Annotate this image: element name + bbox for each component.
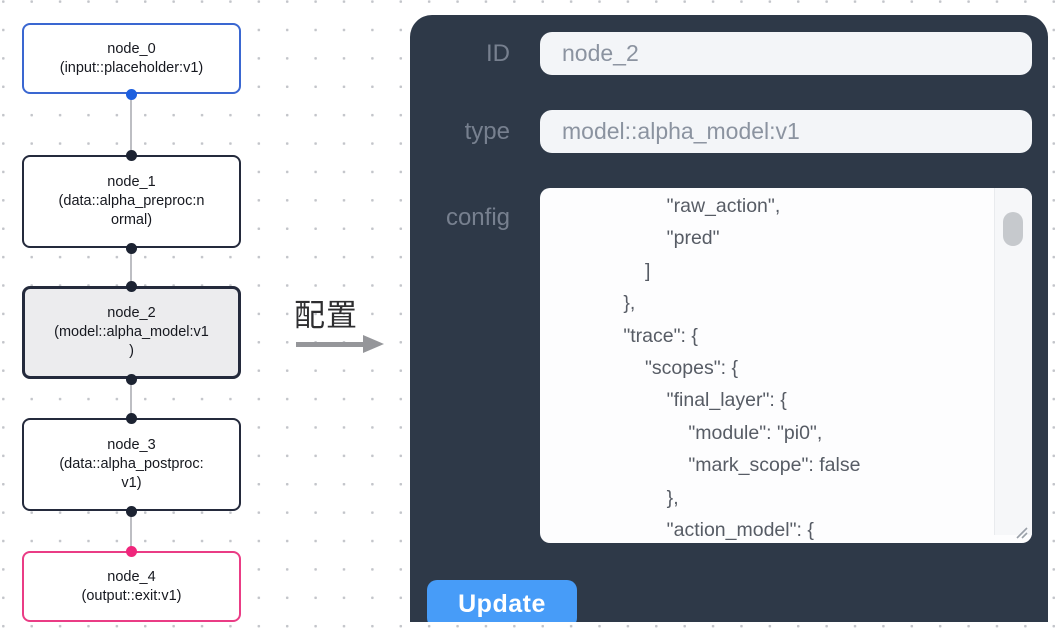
config-scrollbar-track[interactable] [994, 188, 1032, 535]
flow-node-node_1[interactable]: node_1 (data::alpha_preproc:n ormal) [22, 155, 241, 248]
node-config-panel: ID type config "raw_action", "pred" ] },… [410, 15, 1048, 622]
resize-handle-icon[interactable] [1014, 525, 1029, 540]
node-subtitle: (output::exit:v1) [81, 587, 182, 604]
port-node2-out[interactable] [125, 373, 137, 385]
node-title: node_0 [107, 40, 156, 57]
node-subtitle: ormal) [110, 212, 153, 228]
edge-node1-node2 [130, 248, 132, 286]
flow-node-node_2[interactable]: node_2 (model::alpha_model:v1 ) [22, 286, 241, 379]
node-subtitle: (model::alpha_model:v1 [54, 324, 209, 340]
node-title: node_2 [107, 305, 156, 321]
port-node1-in[interactable] [125, 149, 137, 161]
port-node4-in[interactable] [125, 545, 137, 557]
port-node2-in[interactable] [125, 280, 137, 292]
node-title: node_1 [107, 174, 156, 190]
port-node3-out[interactable] [125, 505, 137, 517]
arrow-shaft [296, 342, 363, 347]
update-button[interactable]: Update [427, 580, 577, 622]
port-node3-in[interactable] [125, 412, 137, 424]
node-title: node_3 [107, 437, 156, 453]
config-field-label: config [445, 204, 510, 231]
port-node0-out[interactable] [125, 88, 137, 100]
node-subtitle: v1) [121, 475, 142, 491]
port-node1-out[interactable] [125, 242, 137, 254]
config-scrollbar-thumb[interactable] [1003, 212, 1023, 246]
config-textarea[interactable]: "raw_action", "pred" ] }, "trace": { "sc… [540, 188, 1032, 543]
arrow-head-icon [363, 335, 384, 353]
type-input[interactable] [540, 110, 1032, 153]
id-input[interactable] [540, 32, 1032, 75]
node-subtitle: (data::alpha_postproc: [59, 456, 204, 472]
flow-node-node_0[interactable]: node_0 (input::placeholder:v1) [22, 23, 241, 94]
node-subtitle: (input::placeholder:v1) [59, 59, 204, 76]
node-subtitle: (data::alpha_preproc:n [58, 193, 205, 209]
node-title: node_4 [107, 568, 156, 585]
configure-arrow-label: 配置 [294, 298, 358, 333]
edge-node0-node1 [130, 94, 132, 155]
type-field-label: type [464, 118, 510, 145]
id-field-label: ID [486, 40, 510, 67]
flow-node-node_3[interactable]: node_3 (data::alpha_postproc: v1) [22, 418, 241, 511]
node-subtitle: ) [129, 343, 134, 359]
edge-node3-node4 [130, 511, 132, 551]
edge-node2-node3 [130, 379, 132, 418]
flow-node-node_4[interactable]: node_4 (output::exit:v1) [22, 551, 241, 622]
config-json-text: "raw_action", "pred" ] }, "trace": { "sc… [623, 195, 861, 542]
